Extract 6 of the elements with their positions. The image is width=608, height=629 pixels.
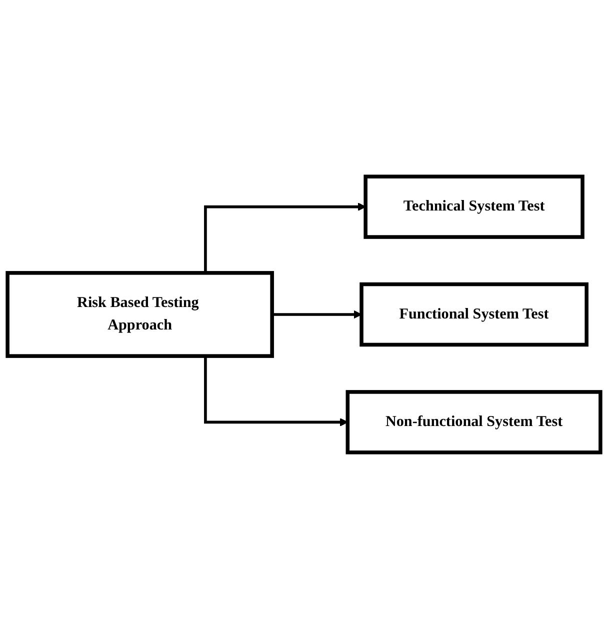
node-box: Technical System Test [364,174,584,239]
node-box: Functional System Test [360,282,588,347]
node-box: Risk Based Testing Approach [6,271,274,358]
arrow [204,202,366,273]
node-box: Non-functional System Test [346,390,602,454]
arrow [204,356,348,426]
